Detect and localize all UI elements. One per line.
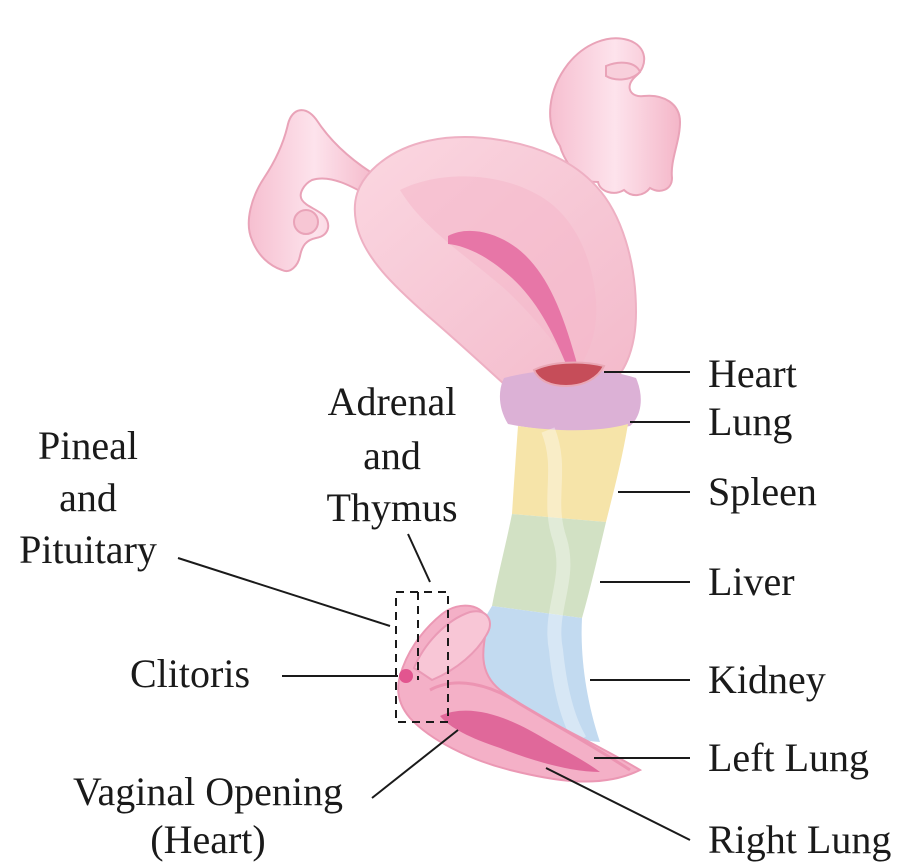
label-left-lung: Left Lung bbox=[708, 734, 869, 782]
label-adrenal-line3: Thymus bbox=[312, 484, 472, 532]
label-spleen: Spleen bbox=[708, 468, 817, 516]
clitoris-dot bbox=[399, 669, 413, 683]
label-pineal-line3: Pituitary bbox=[4, 526, 172, 574]
label-vaginal-line1: Vaginal Opening bbox=[58, 768, 358, 816]
spleen-band bbox=[512, 424, 628, 522]
label-liver: Liver bbox=[708, 558, 795, 606]
liver-band bbox=[492, 514, 606, 618]
label-vaginal-line2: (Heart) bbox=[58, 816, 358, 864]
label-pineal-line1: Pineal bbox=[4, 422, 172, 470]
label-lung: Lung bbox=[708, 398, 792, 446]
label-right-lung: Right Lung bbox=[708, 816, 891, 864]
label-kidney: Kidney bbox=[708, 656, 826, 704]
label-heart: Heart bbox=[708, 350, 797, 398]
label-adrenal-line2: and bbox=[312, 432, 472, 480]
label-adrenal-line1: Adrenal bbox=[312, 378, 472, 426]
leader-pineal bbox=[178, 558, 390, 626]
right-ovary bbox=[606, 63, 640, 80]
leader-vaginal bbox=[372, 730, 458, 798]
leader-adrenal bbox=[408, 534, 430, 582]
left-ovary bbox=[294, 210, 318, 234]
label-clitoris: Clitoris bbox=[130, 650, 250, 698]
label-pineal-line2: and bbox=[4, 474, 172, 522]
